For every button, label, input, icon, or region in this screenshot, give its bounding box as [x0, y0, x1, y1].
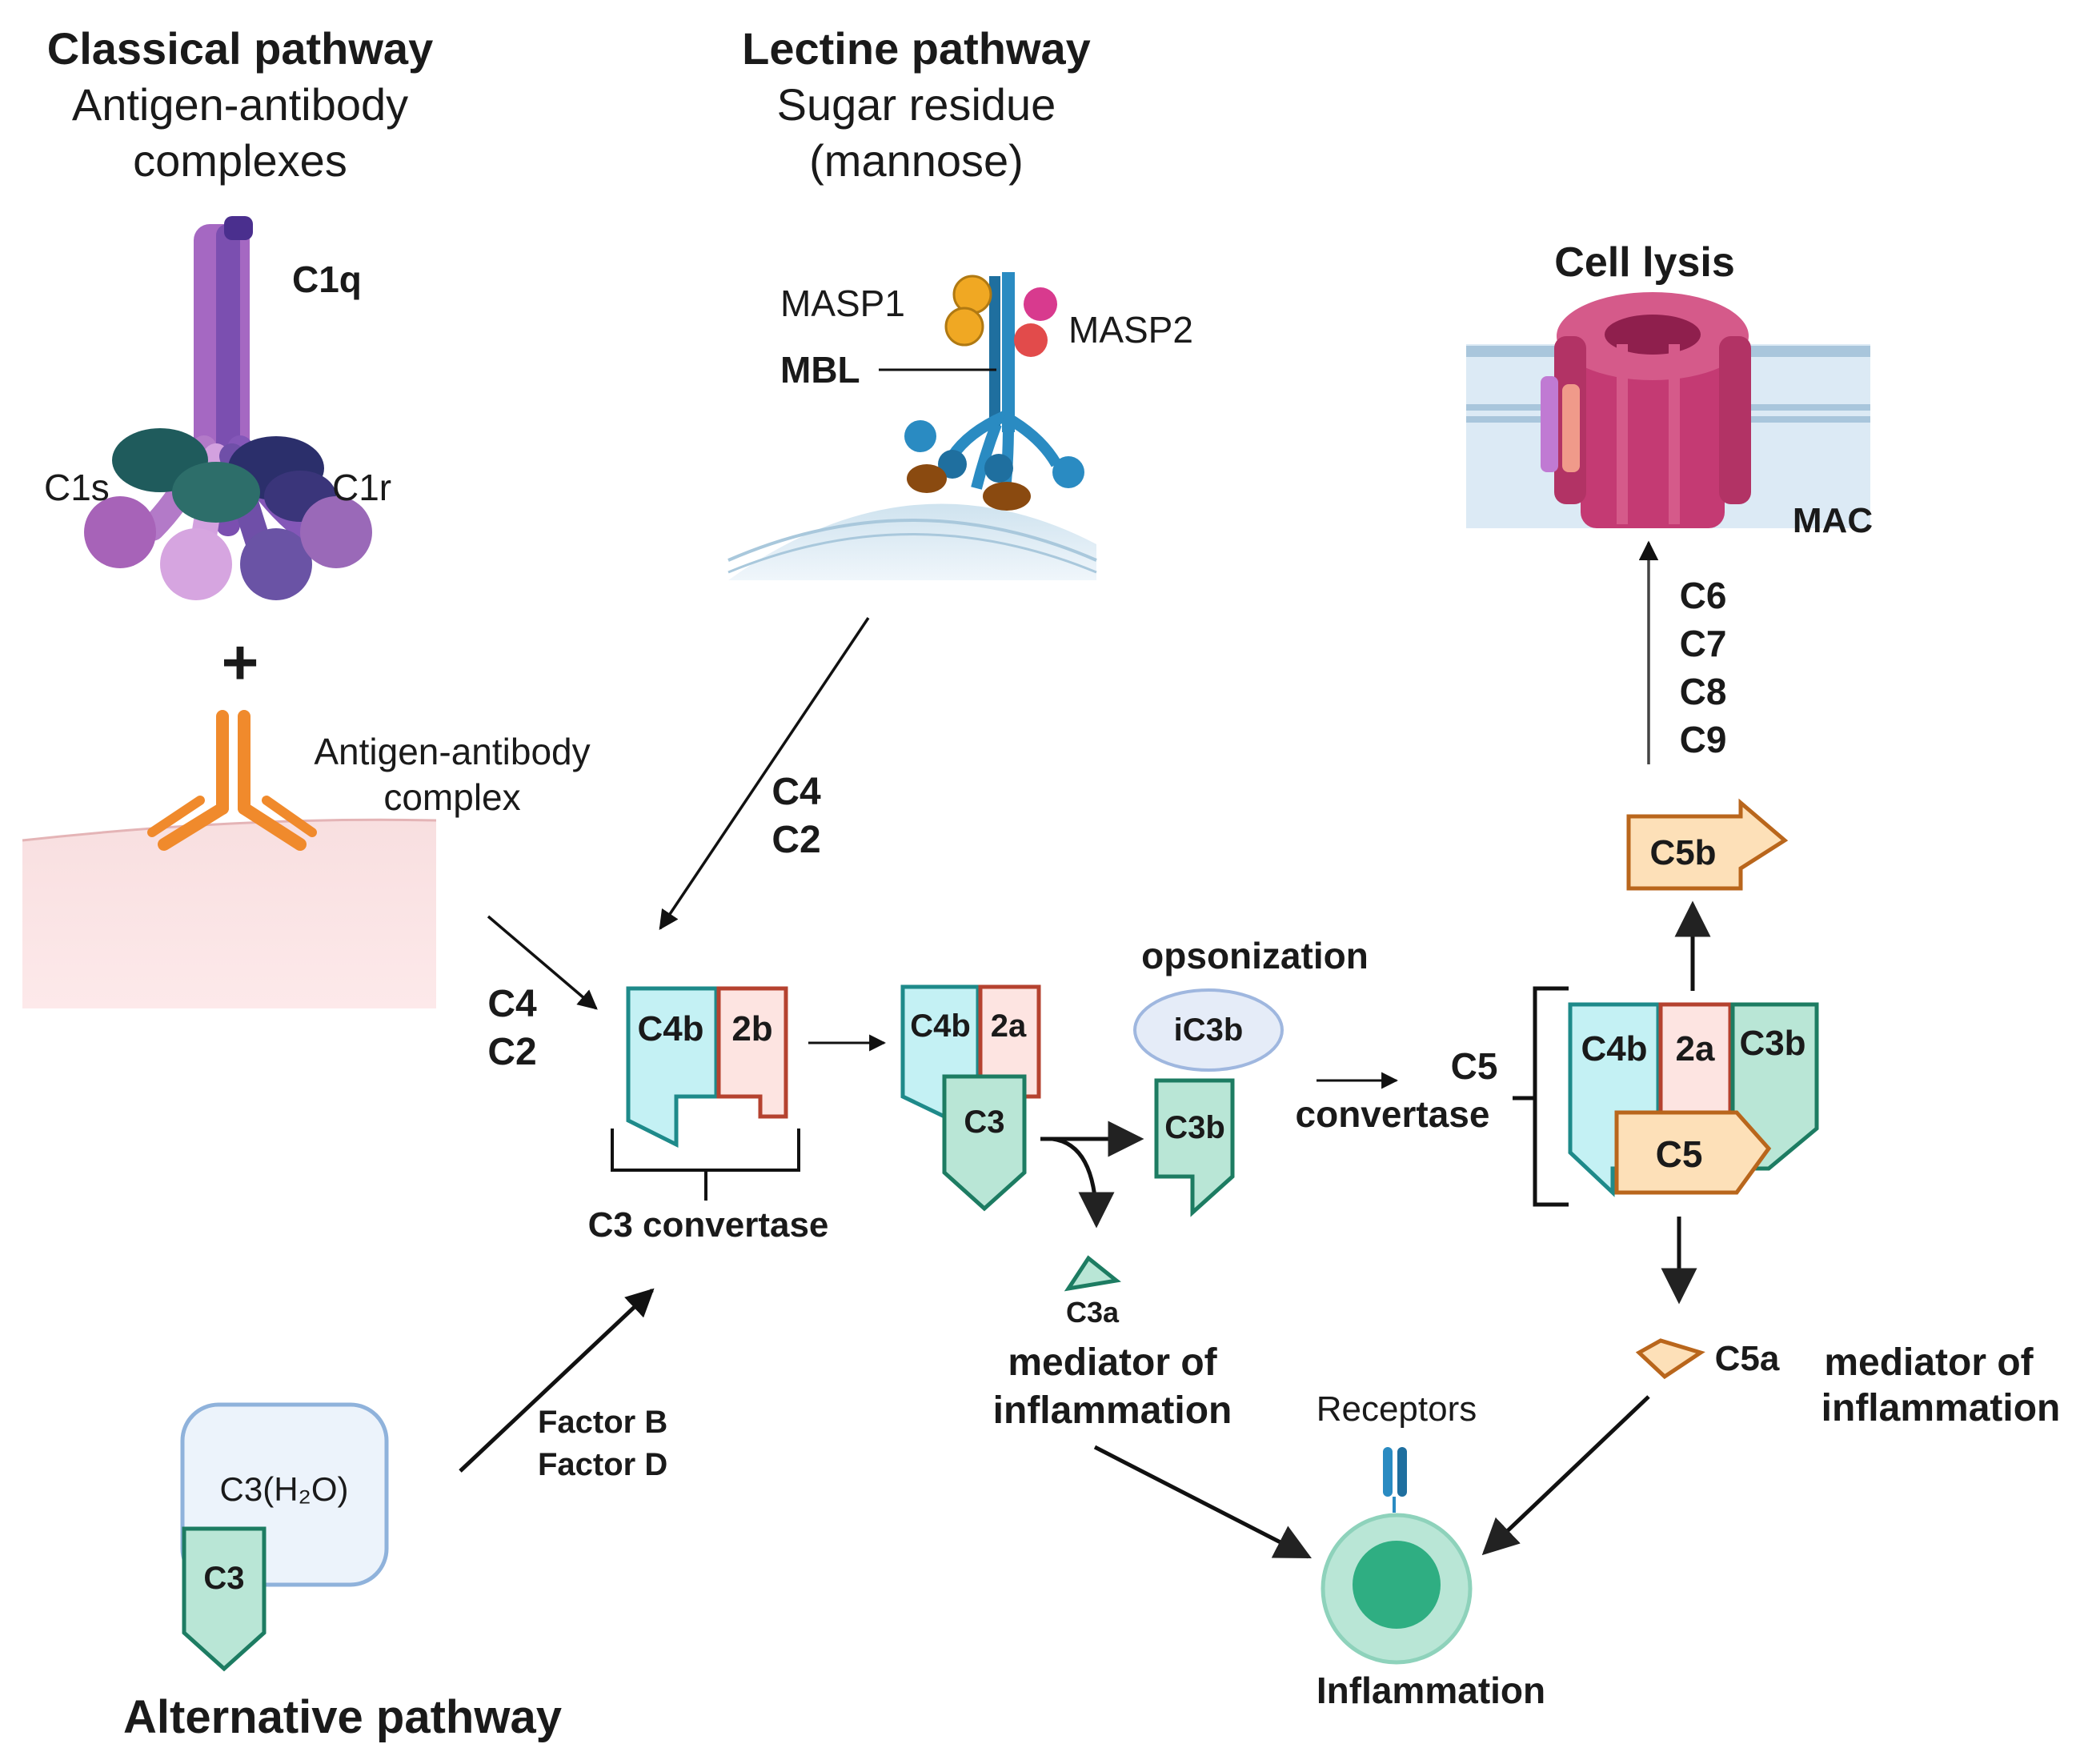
c5b-group: C5b [1626, 798, 1789, 891]
c5-convertase-label-1: C5 [1451, 1045, 1498, 1087]
ic3b-label: iC3b [1174, 1012, 1244, 1048]
c5b-label: C5b [1649, 833, 1716, 872]
alt-c3-label: C3 [203, 1561, 244, 1596]
c3b-label: C3b [1164, 1110, 1225, 1145]
arrow-c3a-to-inflammation [1093, 1445, 1313, 1559]
cell-lysis-title: Cell lysis [1554, 239, 1734, 286]
mac-pore-icon [1541, 292, 1751, 528]
c3-convertase: C4b 2b C3 convertase [588, 986, 829, 1245]
c5-c3b-label: C3b [1739, 1024, 1805, 1063]
c4b-shape [626, 986, 719, 1149]
alternative-arrow [459, 1288, 655, 1473]
c9-label: C9 [1680, 719, 1727, 760]
antigen-complex-label-2: complex [383, 776, 520, 818]
antibody-icon [147, 710, 317, 851]
c5a-label: C5a [1715, 1339, 1780, 1378]
cell-surface-shape [22, 820, 436, 1008]
c7-label: C7 [1680, 623, 1727, 664]
lectin-c4-label: C4 [771, 771, 821, 813]
plus-sign: + [222, 627, 259, 698]
lectin-c2-label: C2 [771, 819, 820, 861]
classical-title: Classical pathway [47, 23, 433, 74]
c3a-shape [1064, 1255, 1121, 1292]
c3-convertase-bracket [611, 1129, 800, 1201]
opsonization-group: opsonization iC3b C3b [1133, 935, 1369, 1217]
arrow-c5a-to-inflammation [1481, 1395, 1650, 1556]
mac-label: MAC [1793, 501, 1873, 540]
c5-convertase: C4b 2a C3b C5 [1513, 986, 1819, 1207]
c1r-label: C1r [332, 467, 391, 508]
sugar-surface-shape [728, 503, 1096, 580]
c3-convertase-label: C3 convertase [588, 1205, 829, 1245]
c3-complex: C4b 2a C3 [900, 984, 1041, 1212]
c3-complex-c4b-label: C4b [910, 1008, 971, 1044]
lectin-arrow [659, 617, 870, 931]
mbl-label: MBL [780, 349, 860, 391]
classical-pathway: Classical pathway Antigen-antibody compl… [22, 23, 598, 1073]
c2b-shape [716, 986, 788, 1119]
cell-nucleus-shape [1353, 1541, 1441, 1629]
classical-subtitle-1: Antigen-antibody [72, 79, 408, 130]
c3a-mediator-1: mediator of [1008, 1341, 1217, 1384]
alternative-pathway: C3(H₂O) C3 Alternative pathway Factor B … [123, 1288, 667, 1743]
c8-label: C8 [1680, 671, 1727, 712]
c5a-mediator-1: mediator of [1824, 1341, 2034, 1384]
c5a-group: C5a mediator of inflammation [1635, 1338, 2061, 1429]
ic3b-shape [1133, 988, 1284, 1072]
c5-convertase-bracket [1513, 986, 1569, 1207]
c1q-label: C1q [292, 259, 362, 300]
factor-d-label: Factor D [538, 1447, 667, 1482]
c3a-label: C3a [1066, 1296, 1120, 1329]
c5-label: C5 [1656, 1133, 1703, 1175]
c3a-mediator-2: inflammation [993, 1389, 1232, 1432]
factor-b-label: Factor B [538, 1405, 667, 1440]
c5a-mediator-2: inflammation [1822, 1387, 2061, 1429]
mbl-icon [904, 272, 1084, 511]
c3-complex-c2a-label: 2a [991, 1008, 1027, 1044]
receptors-label: Receptors [1317, 1389, 1477, 1429]
c5-convertase-label-2: convertase [1296, 1093, 1490, 1135]
c6-label: C6 [1680, 575, 1727, 616]
c1s-label: C1s [44, 467, 110, 508]
classical-arrow [487, 915, 598, 1010]
c3h2o-label: C3(H₂O) [220, 1470, 349, 1508]
c3b-shape [1154, 1078, 1235, 1217]
alt-c3-shape [182, 1526, 267, 1672]
c4b-label: C4b [637, 1009, 703, 1048]
arrow-to-c3a [1052, 1137, 1115, 1229]
c5-c2a-label: 2a [1676, 1029, 1715, 1068]
antigen-complex-label-1: Antigen-antibody [314, 731, 590, 772]
alternative-title: Alternative pathway [123, 1691, 562, 1743]
lectin-subtitle-2: (mannose) [809, 135, 1024, 186]
cell-lysis-group: Cell lysis MAC [1466, 239, 1873, 540]
inflammation-group: Receptors Inflammation [1317, 1389, 1545, 1711]
inflammation-label: Inflammation [1317, 1670, 1545, 1711]
classical-c4-label: C4 [487, 983, 537, 1025]
masp1-label: MASP1 [780, 283, 905, 324]
lectin-subtitle-1: Sugar residue [777, 79, 1056, 130]
classical-c2-label: C2 [487, 1031, 536, 1073]
c3a-group: C3a mediator of inflammation [993, 1255, 1232, 1432]
c5a-shape [1635, 1338, 1705, 1380]
c2b-label: 2b [731, 1009, 772, 1048]
c3-complex-c3-label: C3 [964, 1105, 1004, 1140]
opsonization-label: opsonization [1141, 935, 1369, 976]
c5b-shape [1626, 798, 1789, 891]
lectin-pathway: Lectine pathway Sugar residue (mannose) … [659, 23, 1193, 931]
lectin-title: Lectine pathway [742, 23, 1091, 74]
c5-c4b-label: C4b [1581, 1029, 1647, 1068]
masp2-label: MASP2 [1068, 309, 1193, 351]
c1-complex-icon [84, 216, 372, 600]
classical-subtitle-2: complexes [133, 135, 347, 186]
receptor-icon [1383, 1447, 1407, 1513]
